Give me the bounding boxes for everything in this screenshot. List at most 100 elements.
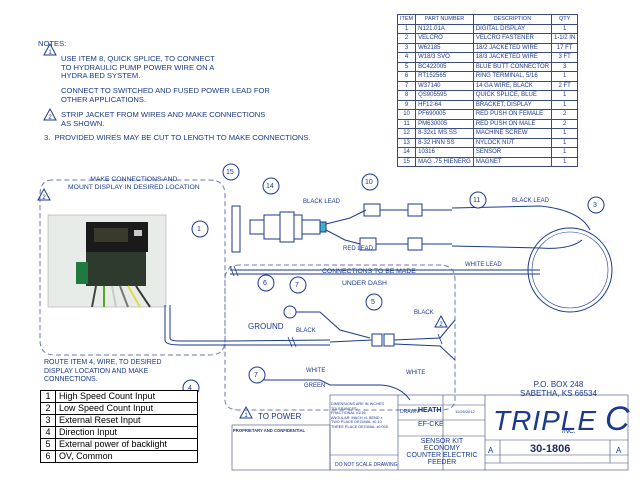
callout-14 <box>262 177 280 195</box>
title-line-3: COUNTER ELECTRIC <box>406 452 478 459</box>
callout-1-num: 1 <box>197 226 201 233</box>
bom-cell: MAGNET <box>472 156 552 167</box>
legend-number: 4 <box>40 426 56 439</box>
red-lead-label: RED LEAD <box>343 246 374 252</box>
legend-text: Low Speed Count Input <box>55 402 198 415</box>
bom-cell: DIGITAL DISPLAY <box>472 23 552 34</box>
note-1: USE ITEM 8, QUICK SPLICE, TO CONNECT TO … <box>38 54 368 81</box>
bom-cell: RT152565 <box>415 71 474 82</box>
bom-cell: 2 FT <box>550 80 579 91</box>
note-triangle-1 <box>43 42 57 56</box>
legend-number: 3 <box>40 414 56 427</box>
drawn-label: DRAWN <box>400 409 419 415</box>
bom-cell: 1 <box>550 23 579 34</box>
bom-cell: 9 <box>396 99 417 110</box>
note-1b: CONNECT TO SWITCHED AND FUSED POWER LEAD… <box>38 86 368 105</box>
callout-7b <box>289 276 307 294</box>
bom-cell: 8-32 HNN SS <box>415 137 474 148</box>
bom-cell: 1 <box>550 147 579 158</box>
triangle-power-label: 1 <box>244 413 248 419</box>
bom-cell: W37140 <box>415 80 474 91</box>
callout-11-num: 11 <box>473 197 481 204</box>
bom-cell: 8-32x1 MS SS <box>415 128 474 139</box>
callout-4-num: 4 <box>188 385 192 392</box>
callout-7-num: 7 <box>254 372 258 379</box>
sensor <box>249 211 327 243</box>
title-block-frame <box>231 394 629 471</box>
bom-cell: BLUE BUTT CONNECTOR <box>472 61 552 72</box>
connector-10a <box>363 203 381 217</box>
legend-text: External power of backlight <box>55 438 198 451</box>
callout-1 <box>191 220 209 238</box>
bom-cell: 11 <box>396 118 417 129</box>
callout-7b-num: 7 <box>295 282 299 289</box>
bom-cell: 1 <box>550 137 579 148</box>
bom-cell: 1 <box>550 71 579 82</box>
title-line-1: SENSOR KIT <box>420 438 464 445</box>
triangle-mount <box>37 187 51 201</box>
bom-cell: 2 <box>550 118 579 129</box>
white-label-2: WHITE <box>406 370 426 376</box>
callout-6-num: 6 <box>263 280 267 287</box>
proprietary-notice: PROPRIETARY AND CONFIDENTIAL <box>233 428 329 433</box>
callout-11 <box>469 191 487 209</box>
black-label-2: BLACK <box>414 310 434 316</box>
legend-number: 1 <box>40 390 56 403</box>
callout-10-num: 10 <box>365 179 373 186</box>
callout-5 <box>365 293 383 311</box>
note-1b-text: CONNECT TO SWITCHED AND FUSED POWER LEAD… <box>61 86 270 104</box>
company-inc: INC. <box>562 428 576 435</box>
triangle-1-label: 1 <box>48 50 52 56</box>
address-line-1: P.O. BOX 248 <box>533 380 584 389</box>
bom-cell: 2 <box>396 33 417 44</box>
note-3-text: PROVIDED WIRES MAY BE CUT TO LENGTH TO M… <box>54 133 311 143</box>
connector-11b <box>407 237 423 251</box>
note-triangle-2 <box>43 107 57 121</box>
bom-cell: 1-1/2 IN <box>550 33 579 44</box>
bom-cell: 3 <box>550 61 579 72</box>
bom-cell: 1 <box>550 128 579 139</box>
butt-connector-a <box>371 333 383 347</box>
bom-cell: 2 <box>550 109 579 120</box>
mount-note: MAKE CONNECTIONS AND MOUNT DISPLAY IN DE… <box>68 176 200 191</box>
bom-cell: 1 <box>550 156 579 167</box>
notes-title: NOTES: <box>38 39 67 48</box>
bom-cell: SENSOR <box>472 147 552 158</box>
bom-cell: 1 <box>396 23 417 34</box>
bom-cell: 6 <box>396 71 417 82</box>
ring-terminal <box>283 305 297 319</box>
bom-cell: NYLOCK NUT <box>472 137 552 148</box>
ground-label: GROUND <box>248 322 284 331</box>
white-lead-label: WHITE LEAD <box>465 262 502 268</box>
bom-cell: RED PUSH ON FEMALE <box>472 109 552 120</box>
bom-cell: 4 <box>396 52 417 63</box>
bom-cell: PF690005 <box>415 109 474 120</box>
bom-cell: QUICK SPLICE, BLUE <box>472 90 552 101</box>
callout-6 <box>257 274 275 292</box>
bom-cell: 14 <box>396 147 417 158</box>
proprietary-title: PROPRIETARY AND CONFIDENTIAL <box>233 428 306 433</box>
callout-7 <box>248 366 266 384</box>
note-2: STRIP JACKET FROM WIRES AND MAKE CONNECT… <box>38 110 368 129</box>
scale-note: DO NOT SCALE DRAWING <box>335 462 398 468</box>
under-dash-label: UNDER DASH <box>342 280 387 287</box>
bom-cell: 3 <box>396 42 417 53</box>
black-lead-label: BLACK LEAD <box>303 199 341 205</box>
drawn-by: HEATH <box>418 407 442 414</box>
legend-text: High Speed Count Input <box>55 390 198 403</box>
bom-cell: RING TERMINAL, 5/16 <box>472 71 552 82</box>
black-label: BLACK <box>296 328 316 334</box>
bom-cell: 18/3 JACKETED WIRE <box>472 52 552 63</box>
connector-11a <box>407 203 423 217</box>
